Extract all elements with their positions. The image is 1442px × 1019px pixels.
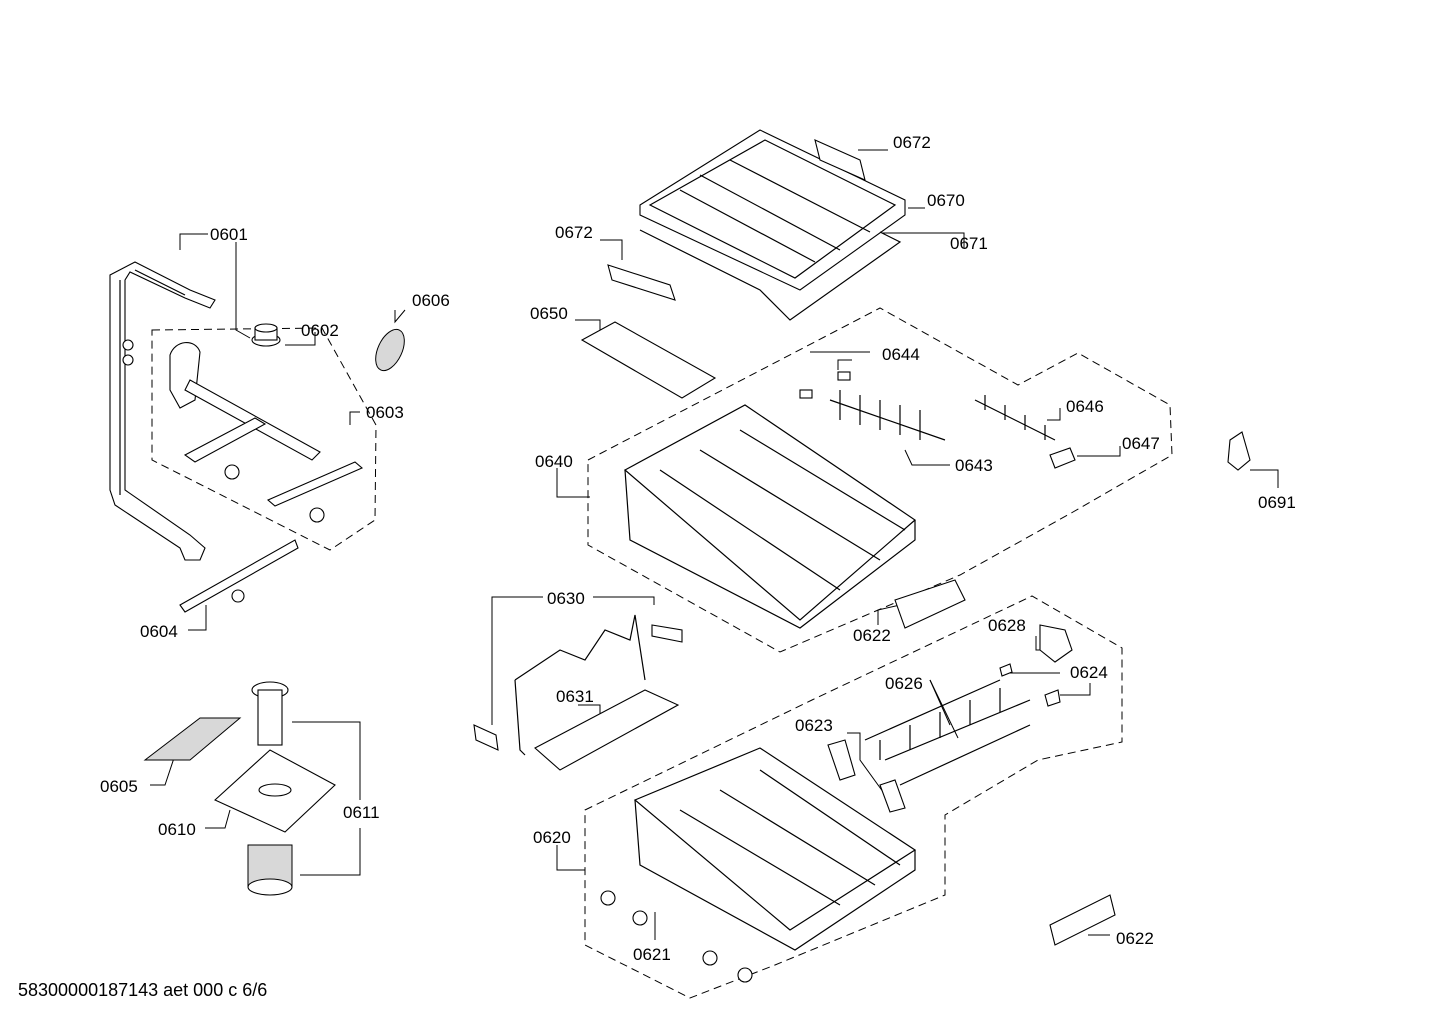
wheel-part	[600, 890, 753, 983]
rack-frame-part	[639, 229, 902, 321]
lower-basket-part	[633, 747, 917, 951]
label-0647: 0647	[1122, 434, 1160, 453]
fastener-part	[999, 624, 1073, 707]
label-0601: 0601	[210, 225, 248, 244]
label-0671: 0671	[950, 234, 988, 253]
label-0628: 0628	[988, 616, 1026, 635]
tine-rack-part	[799, 371, 946, 441]
leader-lines	[150, 149, 1279, 940]
flat-filter-part	[214, 749, 336, 833]
label-0631: 0631	[556, 687, 594, 706]
label-0624: 0624	[1070, 663, 1108, 682]
document-footer: 58300000187143 aet 000 c 6/6	[18, 980, 268, 1000]
label-0610: 0610	[158, 820, 196, 839]
spray-arm-group-outline	[151, 327, 377, 551]
label-0643: 0643	[955, 456, 993, 475]
label-0620: 0620	[533, 828, 571, 847]
handle-part	[894, 579, 1116, 946]
clip-part	[1227, 431, 1251, 471]
group-outlines	[151, 307, 1173, 999]
filter-disc-part	[375, 328, 405, 372]
label-0644: 0644	[882, 345, 920, 364]
label-0672-left: 0672	[555, 223, 593, 242]
label-0605: 0605	[100, 777, 138, 796]
label-0672-top: 0672	[893, 133, 931, 152]
label-0622-lower: 0622	[1116, 929, 1154, 948]
upper-basket-part	[623, 404, 916, 629]
label-0621: 0621	[633, 945, 671, 964]
feed-pipe-part	[109, 261, 216, 561]
tine-row-part	[864, 679, 1031, 786]
nozzle-part	[251, 323, 281, 347]
label-0602: 0602	[301, 321, 339, 340]
cutlery-drawer-part	[639, 129, 906, 291]
label-0630: 0630	[547, 589, 585, 608]
callout-labels: 0672 0670 0671 0672 0601 0602 0606 0603 …	[100, 133, 1296, 964]
upper-basket-group-outline	[587, 307, 1173, 653]
label-0691: 0691	[1258, 493, 1296, 512]
drawer-rail-part	[607, 139, 866, 301]
label-0622-upper: 0622	[853, 626, 891, 645]
label-0650: 0650	[530, 304, 568, 323]
wire-holder-part	[473, 614, 683, 756]
label-0606: 0606	[412, 291, 450, 310]
label-0604: 0604	[140, 622, 178, 641]
cup-shelf-part	[580, 321, 717, 399]
lower-basket-group-outline	[584, 595, 1123, 999]
lower-spray-arm-part	[179, 539, 299, 613]
label-0611: 0611	[343, 803, 380, 822]
label-0640: 0640	[535, 452, 573, 471]
lever-part	[827, 739, 906, 813]
label-0646: 0646	[1066, 397, 1104, 416]
tray-part	[534, 689, 680, 771]
label-0603: 0603	[366, 403, 404, 422]
spray-arm-assembly-part	[169, 342, 364, 523]
label-0626: 0626	[885, 674, 923, 693]
side-rack-part	[974, 395, 1076, 469]
filter-cylinder-part	[247, 681, 293, 896]
label-0623: 0623	[795, 716, 833, 735]
sieve-part	[143, 717, 242, 761]
label-0670: 0670	[927, 191, 965, 210]
